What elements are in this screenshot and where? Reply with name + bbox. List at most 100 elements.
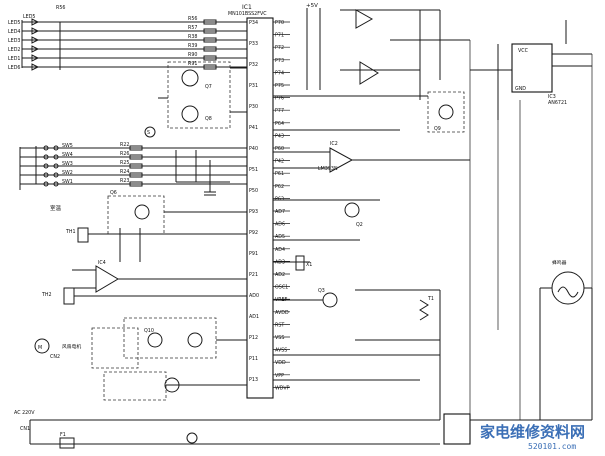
mid-transistors: Q2 Q3 X1 xyxy=(273,199,380,308)
ic1-pin-right: P76 xyxy=(275,96,284,102)
ic1-pin-right: P77 xyxy=(275,108,284,114)
op-amp-mid-ref: IC2 xyxy=(330,141,338,147)
switch-label: SW5 xyxy=(62,143,73,149)
q9-block: Q9 xyxy=(273,91,465,133)
resistor-icon xyxy=(203,37,217,43)
led-icon xyxy=(31,18,40,26)
ic1-pin-right: P63 xyxy=(275,196,284,202)
resistor-icon xyxy=(203,28,217,34)
ic1-pin-right: AVDD xyxy=(275,310,289,316)
rc-network-1 xyxy=(175,150,230,196)
ic1-pin-right: P64 xyxy=(275,121,284,127)
led-label: LED2 xyxy=(8,47,20,53)
ic1-pin-right: P43 xyxy=(275,133,284,139)
op-amp-mid-part: LM393N xyxy=(318,166,338,172)
led-bank: LED5R56LED4R57LED3R38LED2R39LED1R90LED6R… xyxy=(8,5,247,71)
q8-label: Q8 xyxy=(205,116,212,122)
led-icon xyxy=(31,27,40,35)
led-label: LED1 xyxy=(8,56,20,62)
ic1-pin-left: P11 xyxy=(249,356,258,362)
switch-resistor-label: R23 xyxy=(120,178,129,184)
ic1-pin-left: P30 xyxy=(249,104,258,110)
pullup-array: +5V xyxy=(306,3,321,90)
switch-label: SW4 xyxy=(62,152,73,158)
vcc-top: +5V xyxy=(306,3,318,9)
led-resistor-label: R56 xyxy=(188,16,197,22)
crystal-label: X1 xyxy=(306,262,312,268)
led-resistor-header: R56 xyxy=(56,5,65,11)
q2-label: Q2 xyxy=(356,222,363,228)
ic1-pin-right: WDVP xyxy=(275,385,290,391)
ic1-pin-left: P93 xyxy=(249,209,258,215)
ic1-pin-right: P74 xyxy=(275,70,284,76)
led-label: LED3 xyxy=(8,38,20,44)
motor-label: 风扇电机 xyxy=(62,343,81,350)
q6-label: Q6 xyxy=(110,190,117,196)
main-ic-part: MN101BSS2FVC xyxy=(228,11,267,17)
led-resistor-label: R57 xyxy=(188,25,197,31)
th1-label: TH1 xyxy=(65,229,76,235)
fan-motor: 蜂鸣器 xyxy=(470,259,593,421)
q3-label: Q3 xyxy=(318,288,325,294)
switch-icon xyxy=(43,145,49,151)
op-amp-left-label: IC4 xyxy=(98,260,106,266)
ic1-pin-right: P73 xyxy=(275,58,284,64)
ic1-pin-left: P50 xyxy=(249,188,258,194)
ic1-pin-left: P51 xyxy=(249,167,258,173)
led-resistor-label: R39 xyxy=(188,43,197,49)
ic1-pin-left: P34 xyxy=(249,20,258,26)
switch-label: SW2 xyxy=(62,170,73,176)
fuse-label: F1 xyxy=(60,432,66,438)
led-label: LED4 xyxy=(8,29,20,35)
switch-icon xyxy=(43,154,49,160)
led-label: LED5 xyxy=(8,20,20,26)
temp-sensor: 室温 TH1 xyxy=(50,204,247,262)
watermark-url: 520101.com xyxy=(528,442,576,451)
ic1-pin-left: P12 xyxy=(249,335,258,341)
watermark: 家电维修资料网 520101.com xyxy=(480,423,585,451)
ic1-pin-left: P21 xyxy=(249,272,258,278)
ic1-pin-left: AD0 xyxy=(249,293,259,299)
q7-label: Q7 xyxy=(205,84,212,90)
ic1-pin-right: RST xyxy=(275,322,284,328)
mains-input: AC 220V F1 CN1 xyxy=(14,410,440,449)
resistor-icon xyxy=(203,46,217,52)
ic1-pin-right: AD5 xyxy=(275,234,285,240)
cn1-label: CN1 xyxy=(20,426,30,432)
ic1-pin-right: AD6 xyxy=(275,222,285,228)
relay-block: Q10 风扇电机 M CN2 xyxy=(34,317,247,401)
ic1-pin-right: P71 xyxy=(275,33,284,39)
svg-text:GND: GND xyxy=(515,86,526,92)
main-ic-ref: IC1 xyxy=(242,4,252,11)
resistor-icon xyxy=(129,154,143,160)
op-amp-left: IC4 xyxy=(72,260,247,293)
ic1-pin-right: P72 xyxy=(275,45,284,51)
ic1-pin-right: P61 xyxy=(275,171,284,177)
main-ic: IC1 MN101BSS2FVC xyxy=(228,4,274,399)
ic1-pin-left: P32 xyxy=(249,62,258,68)
right-bus xyxy=(469,40,593,420)
ic1-pin-right: P70 xyxy=(275,20,284,26)
ic1-pin-left: P31 xyxy=(249,83,258,89)
switch-label: SW3 xyxy=(62,161,73,167)
resistor-icon xyxy=(129,163,143,169)
ic1-pin-right: P42 xyxy=(275,159,284,165)
resistor-icon xyxy=(129,145,143,151)
transformer-label: T1 xyxy=(427,296,434,302)
resistor-icon xyxy=(129,181,143,187)
q10-label: Q10 xyxy=(144,328,154,334)
ic1-pin-right: VSS xyxy=(275,335,284,341)
ic1-pin-right: AD4 xyxy=(275,247,285,253)
ir-ic-part: AN6721 xyxy=(548,100,567,106)
led-icon xyxy=(31,63,40,71)
ic1-pin-right: P75 xyxy=(275,83,284,89)
ic1-pin-left: AD1 xyxy=(249,314,259,320)
ic1-pin-left: P40 xyxy=(249,146,258,152)
ic1-pin-right: AD7 xyxy=(275,209,285,215)
thermistor-2: TH2 xyxy=(41,287,247,305)
resistor-icon xyxy=(203,19,217,25)
led-resistor-label: R91 xyxy=(188,61,197,67)
ic1-pin-left: P33 xyxy=(249,41,258,47)
